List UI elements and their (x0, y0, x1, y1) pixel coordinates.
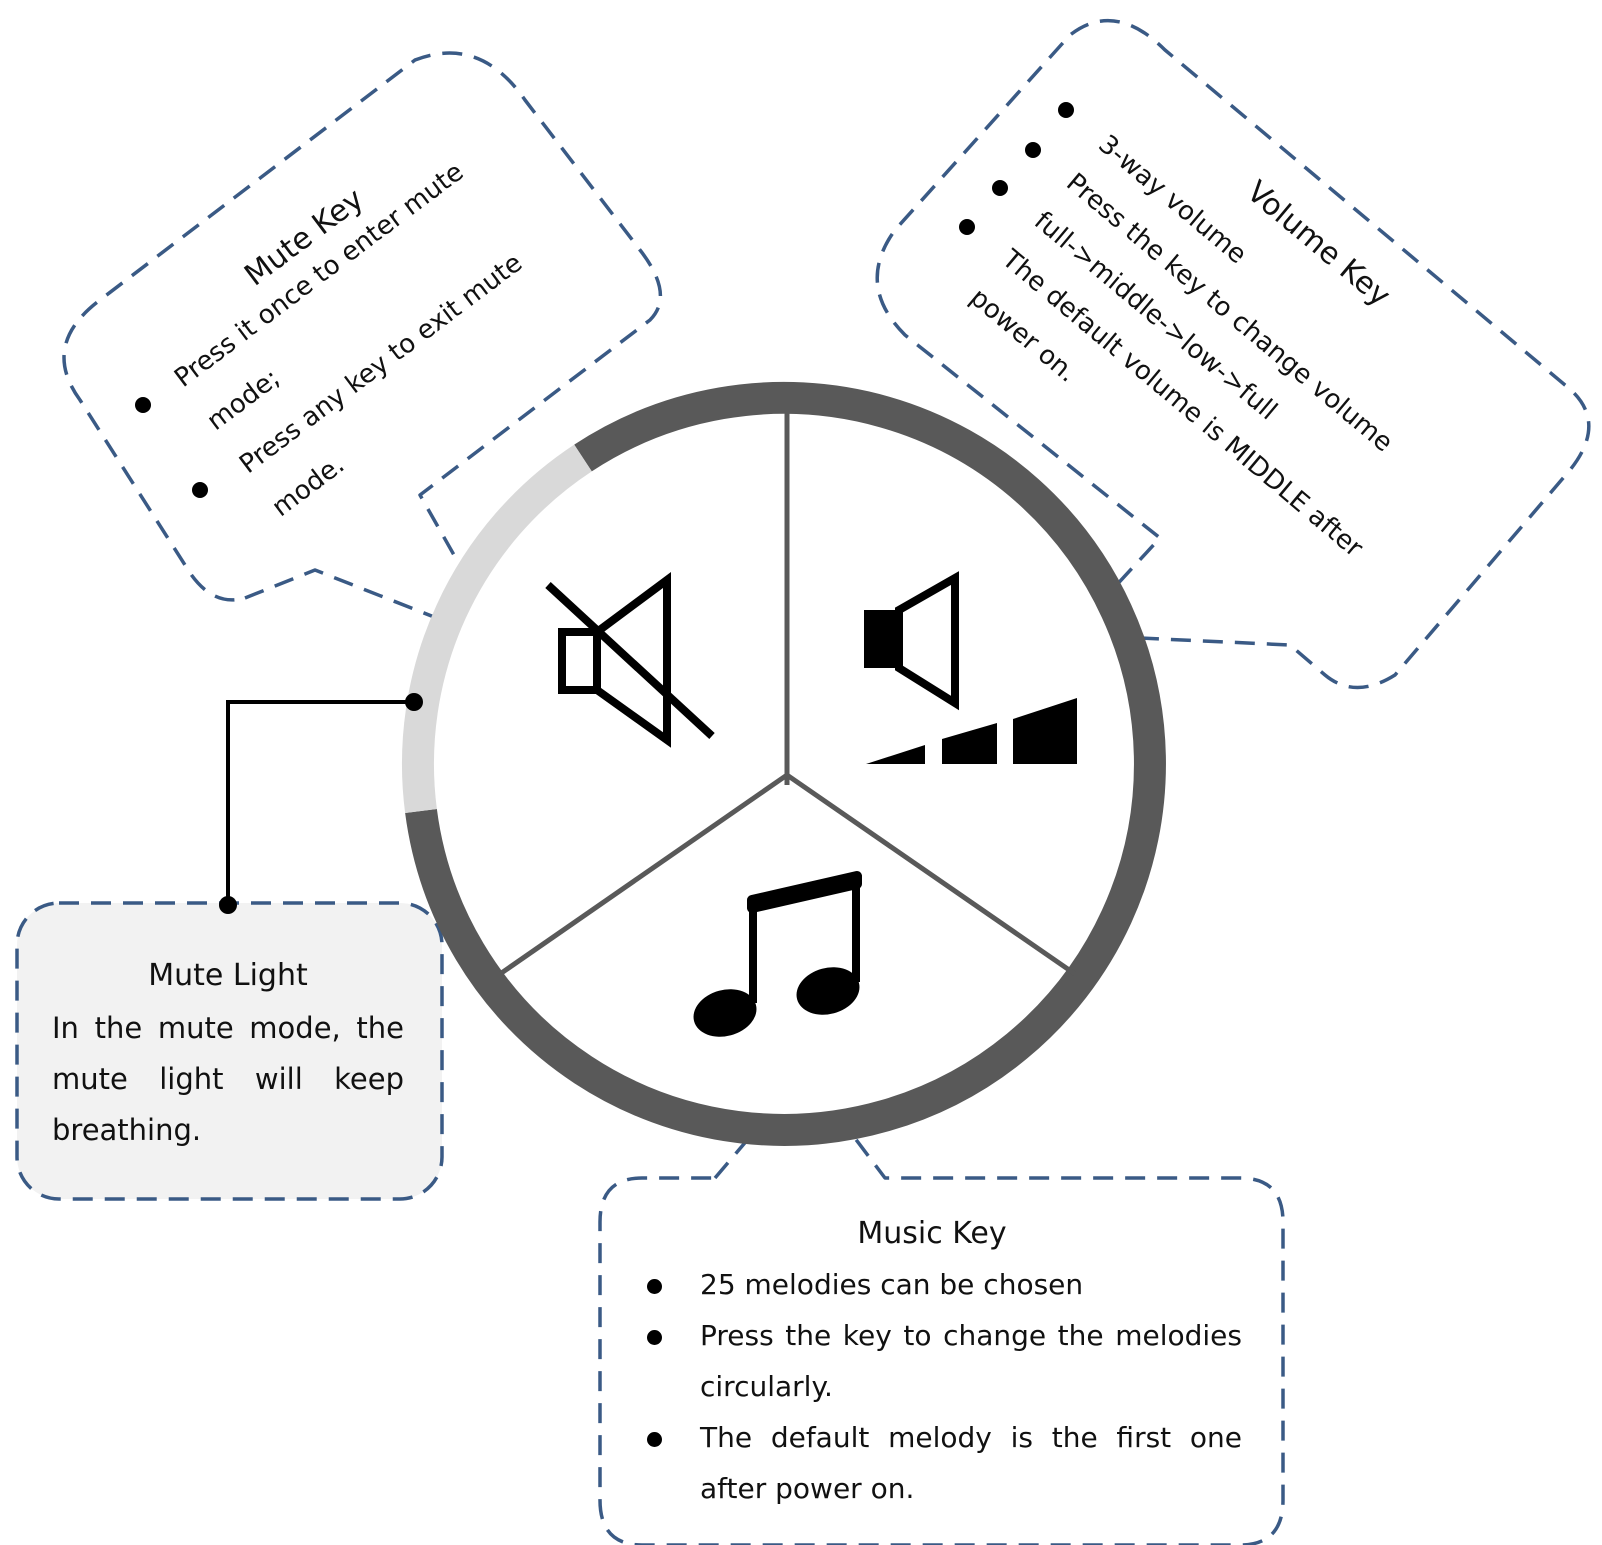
volume-key-line-2: Press the key to change volume (1060, 168, 1398, 458)
music-key-list: 25 melodies can be chosen Press the key … (602, 1259, 1242, 1514)
mute-light-leader-line (226, 700, 414, 905)
mute-key-line-1: Press it once to enter mute (169, 157, 469, 394)
volume-bars-icon (866, 698, 1077, 764)
mute-key-bullet-1 (135, 397, 151, 413)
speaker-volume-icon (864, 571, 959, 711)
music-key-text-block: Music Key 25 melodies can be chosen Pres… (602, 1213, 1242, 1514)
mute-light-leader-dot-top (405, 693, 423, 711)
speaker-muted-icon (545, 572, 715, 748)
music-key-item: The default melody is the first one afte… (602, 1412, 1242, 1514)
music-key-item: Press the key to change the melodies cir… (602, 1310, 1242, 1412)
mute-light-segment (401, 444, 592, 814)
dial-divider-left (498, 772, 789, 977)
volume-key-callout-outline (875, 18, 1591, 690)
mute-light-title: Mute Light (148, 958, 308, 993)
dial-ring (405, 381, 1166, 1146)
control-dial (401, 381, 1166, 1146)
mute-key-line-3: Press any key to exit mute (234, 248, 528, 480)
volume-key-title: Volume Key (1240, 174, 1397, 314)
mute-light-description: In the mute mode, the mute light will ke… (52, 1011, 404, 1147)
mute-key-callout-outline (62, 51, 663, 647)
music-note-icon (693, 871, 862, 1037)
mute-key-bullet-2 (192, 482, 208, 498)
volume-key-bullet-3 (992, 180, 1008, 196)
volume-key-bullet-1 (1058, 102, 1074, 118)
mute-key-line-4: mode. (267, 450, 351, 523)
music-key-item: 25 melodies can be chosen (602, 1259, 1242, 1310)
dial-divider-right (785, 772, 1077, 977)
mute-light-text-block: Mute Light In the mute mode, the mute li… (52, 955, 404, 1156)
music-key-title: Music Key (857, 1216, 1007, 1251)
mute-light-leader-dot-bottom (219, 896, 237, 914)
volume-key-bullet-2 (1025, 142, 1041, 158)
volume-key-bullet-4 (959, 219, 975, 235)
